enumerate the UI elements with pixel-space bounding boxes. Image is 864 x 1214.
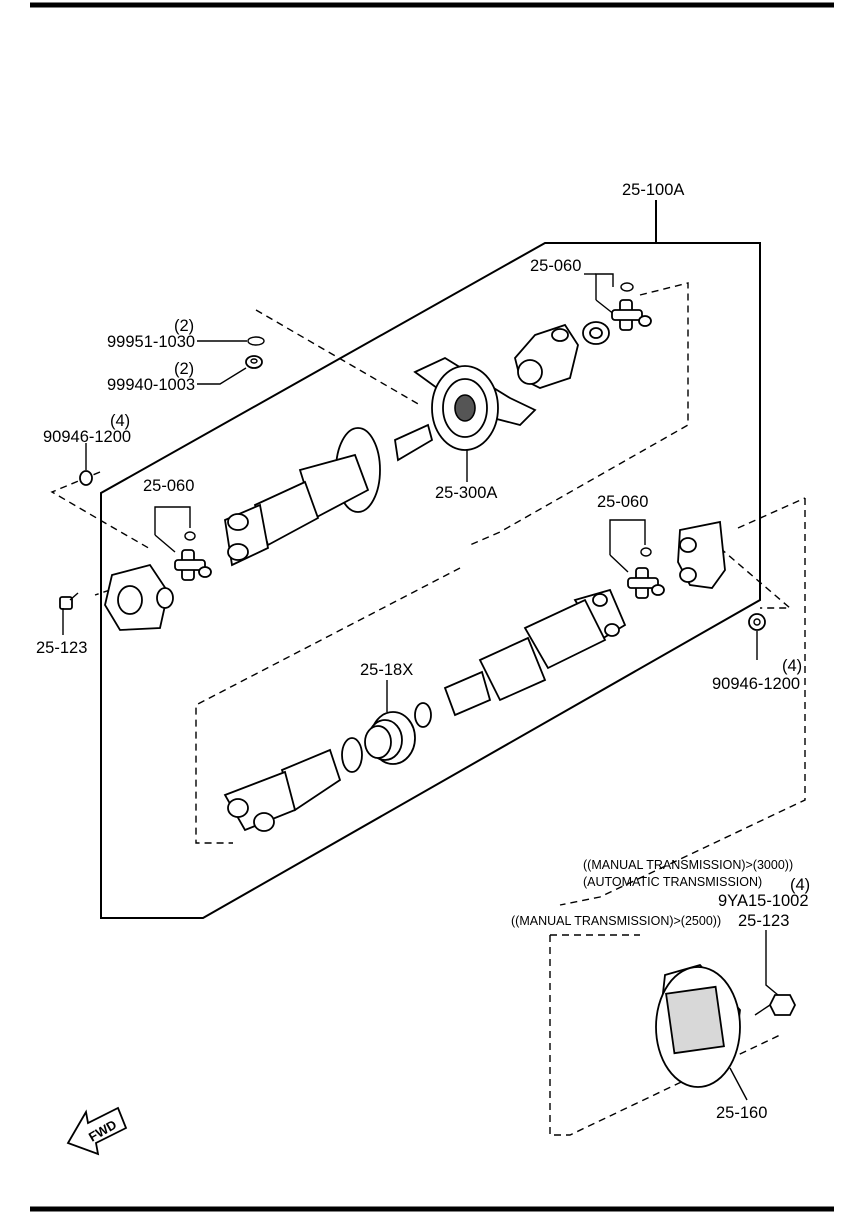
label-note-automatic: (AUTOMATIC TRANSMISSION)	[583, 875, 762, 889]
fwd-arrow-icon	[66, 1106, 128, 1156]
rear-frame-top	[737, 497, 806, 529]
clamp-large-icon	[341, 737, 363, 773]
front-shaft-icon	[224, 423, 434, 567]
label-ujoint-top: 25-060	[530, 257, 581, 275]
label-center-bearing: 25-300A	[435, 484, 497, 502]
ujoint-top-leader	[595, 273, 614, 300]
ujoint-cross-right-icon	[627, 567, 665, 599]
rear-shaft-frame	[559, 498, 806, 906]
yoke-top-icon	[514, 323, 579, 389]
snap-ring-left-icon	[184, 531, 196, 541]
clamp-small-icon	[414, 702, 432, 728]
label-nut-left-qty: (4)	[110, 412, 130, 430]
label-ujoint-right: 25-060	[597, 493, 648, 511]
label-note-manual-2500: ((MANUAL TRANSMISSION)>(2500))	[511, 914, 721, 928]
label-damper: 25-160	[716, 1104, 767, 1122]
label-bolt-right-qty: (4)	[790, 876, 810, 894]
label-bolt-right-alt-part: 9YA15-1002	[718, 892, 809, 910]
damper-icon	[655, 963, 741, 1088]
small-nut-leader	[197, 367, 247, 385]
ujoint-right-leader	[609, 519, 646, 555]
label-nut-left-part: 90946-1200	[43, 428, 131, 446]
ujoint-cross-left-icon	[174, 549, 212, 581]
damper-leader	[729, 1067, 748, 1101]
left-nut-icon	[79, 470, 93, 486]
washer-icon	[247, 336, 265, 346]
label-bolt-left: 25-123	[36, 639, 87, 657]
ujoint-right-leader-2	[609, 554, 629, 573]
bolt-right-leader	[765, 930, 779, 996]
assembly-outline	[100, 242, 761, 919]
flange-nut-top-icon	[582, 321, 610, 345]
label-washer-part: 99951-1030	[107, 333, 195, 351]
rear-shaft-frame-2	[195, 567, 461, 844]
label-boot-kit: 25-18X	[360, 661, 413, 679]
damper-frame	[549, 935, 781, 1136]
companion-flange-icon	[104, 563, 174, 631]
small-nut-icon	[245, 355, 263, 369]
front-shaft-frame	[255, 309, 421, 406]
rear-flange-frame	[719, 547, 792, 609]
snap-ring-icon	[620, 282, 634, 292]
label-bolt-right-part: 25-123	[738, 912, 789, 930]
label-note-manual-3000: ((MANUAL TRANSMISSION)>(3000))	[583, 858, 793, 872]
bolt-right-icon	[754, 994, 797, 1016]
bolt-left-icon	[59, 592, 79, 610]
label-assembly: 25-100A	[622, 181, 684, 199]
label-ujoint-left: 25-060	[143, 477, 194, 495]
ujoint-left-leader-2	[154, 534, 176, 553]
rear-shaft-icon	[443, 588, 627, 717]
boot-icon	[364, 711, 416, 765]
front-left-frame	[50, 471, 153, 551]
label-nut-small-part: 99940-1003	[107, 376, 195, 394]
label-washer-qty: (2)	[174, 317, 194, 335]
ujoint-left-leader	[154, 506, 191, 535]
slip-yoke-icon	[223, 748, 342, 832]
snap-ring-right-icon	[640, 547, 652, 557]
label-nut-small-qty: (2)	[174, 360, 194, 378]
label-nut-right-qty: (4)	[782, 657, 802, 675]
label-nut-right-part: 90946-1200	[712, 675, 800, 693]
ujoint-cross-top-icon	[611, 299, 652, 331]
right-nut-icon	[748, 613, 766, 631]
rear-flange-icon	[677, 520, 726, 589]
center-bearing-icon	[413, 356, 537, 451]
